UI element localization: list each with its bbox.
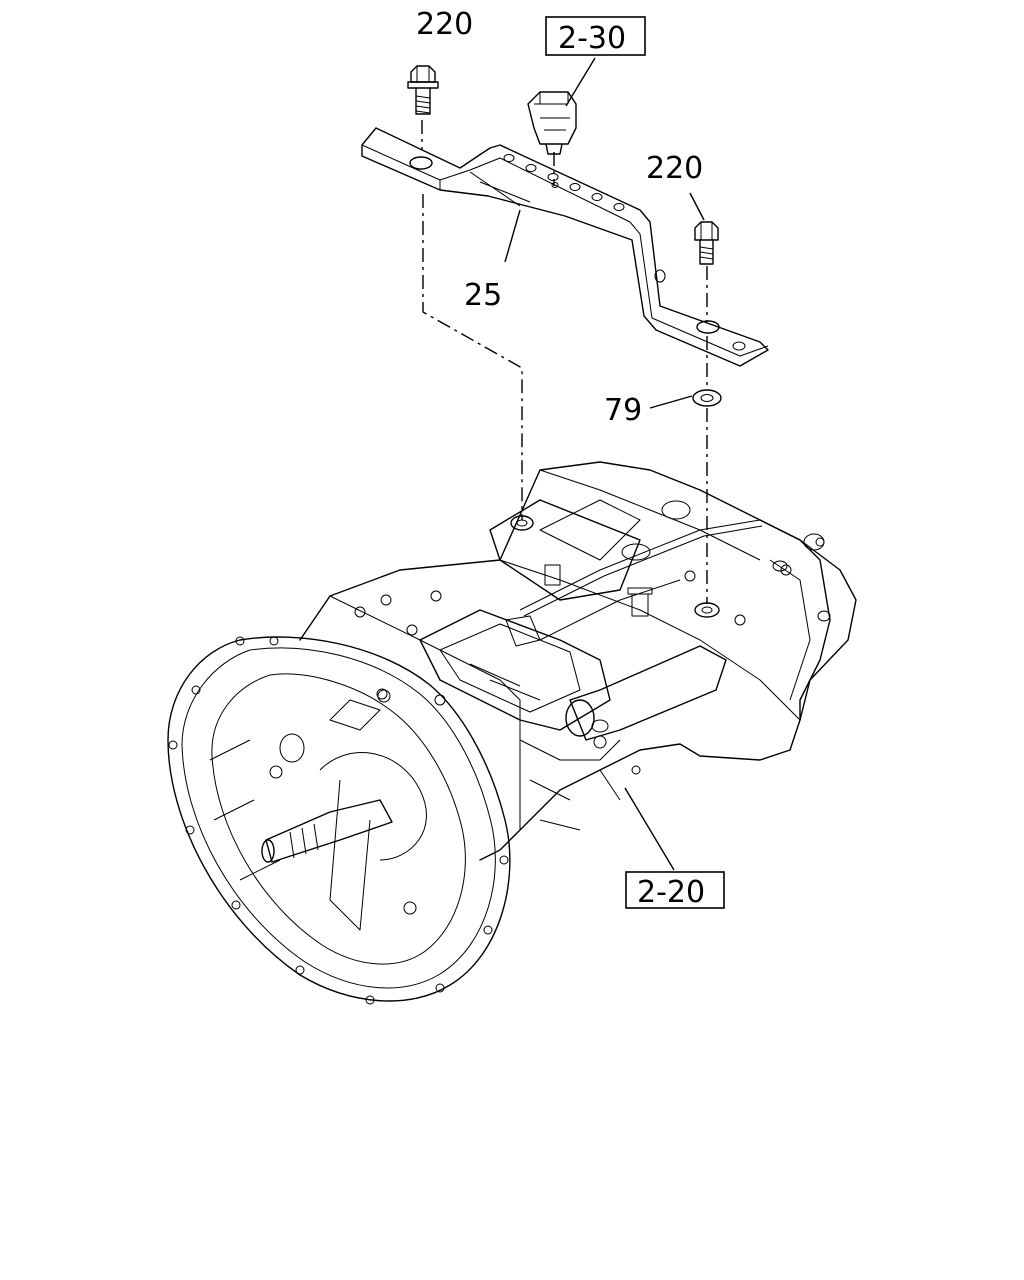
bracket-part[interactable]	[361, 127, 769, 367]
callout-bolt-left[interactable]: 220	[416, 7, 473, 42]
leader-washer	[649, 395, 693, 409]
bolt-left[interactable]	[407, 65, 439, 115]
callout-bracket[interactable]: 25	[464, 278, 502, 313]
callout-washer[interactable]: 79	[604, 393, 642, 428]
leader-transmission	[624, 787, 675, 871]
centerline-left	[422, 194, 523, 520]
leader-clip	[565, 57, 596, 107]
gearbox-main-case	[299, 461, 857, 861]
bell-housing-flange	[167, 636, 511, 1002]
callout-ref-clip: 2-30	[558, 21, 626, 56]
callout-bolt-right[interactable]: 220	[646, 151, 703, 186]
ref-box-transmission[interactable]: 2-20	[625, 871, 725, 910]
transmission-assembly[interactable]	[167, 461, 857, 1005]
ref-box-clip[interactable]: 2-30	[545, 16, 646, 56]
leader-bolt-right	[689, 192, 705, 221]
callout-ref-transmission: 2-20	[637, 875, 705, 910]
washer-part[interactable]	[692, 389, 722, 407]
mount-boss-left	[510, 515, 534, 531]
leader-bracket	[504, 209, 521, 263]
mount-boss-right	[694, 602, 720, 618]
bolt-right[interactable]	[694, 221, 719, 265]
input-shaft	[265, 799, 393, 863]
